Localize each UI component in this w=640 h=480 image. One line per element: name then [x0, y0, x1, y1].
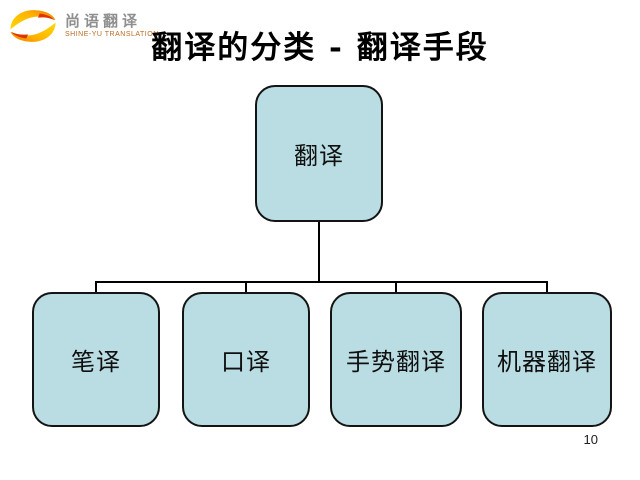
page-number: 10	[583, 432, 598, 447]
connector-drop-2	[245, 281, 247, 293]
connector-drop-4	[546, 281, 548, 293]
swirl-logo-icon	[10, 10, 56, 42]
diagram-node-root-label: 翻译	[294, 142, 344, 170]
diagram-node-child-4-label: 机器翻译	[497, 348, 597, 376]
slide-title: 翻译的分类 - 翻译手段	[151, 30, 489, 66]
logo-chinese-name: 尚语翻译	[65, 12, 142, 30]
connector-horizontal-bar	[95, 281, 548, 283]
diagram-node-child-1-label: 笔译	[71, 348, 121, 376]
logo-text: 尚语翻译 SHINE-YU TRANSLATION	[65, 13, 159, 39]
diagram-node-child-3-label: 手势翻译	[346, 348, 446, 376]
connector-drop-1	[95, 281, 97, 293]
diagram-node-child-4: 机器翻译	[482, 292, 612, 427]
connector-root-vertical	[318, 221, 320, 282]
diagram-node-child-3: 手势翻译	[330, 292, 462, 427]
logo: 尚语翻译 SHINE-YU TRANSLATION	[8, 7, 159, 45]
diagram-node-root: 翻译	[255, 85, 383, 222]
diagram-node-child-2-label: 口译	[221, 348, 271, 376]
diagram-node-child-1: 笔译	[32, 292, 160, 427]
connector-drop-3	[395, 281, 397, 293]
diagram-node-child-2: 口译	[182, 292, 310, 427]
logo-tagline: SHINE-YU TRANSLATION	[65, 31, 159, 38]
